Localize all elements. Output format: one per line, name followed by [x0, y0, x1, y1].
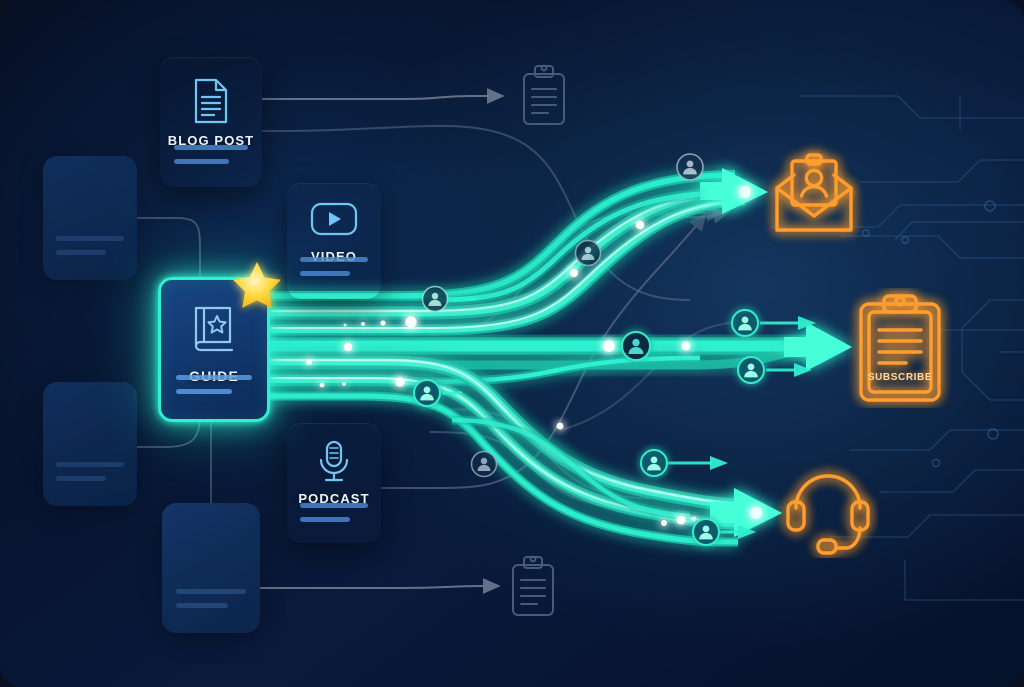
ghost-card: [43, 156, 137, 280]
ghost-card: [162, 503, 260, 633]
user-node: [737, 356, 765, 384]
user-node: [470, 450, 498, 478]
card-title: BLOG POST: [167, 133, 255, 148]
clipboard-icon: [859, 294, 941, 402]
subscribe-label: SUBSCRIBE: [867, 372, 933, 383]
user-node: [574, 239, 602, 267]
user-node: [640, 449, 668, 477]
user-node: [692, 518, 720, 546]
destination-subscribe-form[interactable]: SUBSCRIBE: [848, 288, 952, 408]
ghost-card: [43, 382, 137, 506]
envelope-person-icon: [775, 153, 853, 232]
destination-email-capture[interactable]: [762, 142, 866, 246]
clipboard-outline-icon: [523, 64, 565, 125]
source-card-blog-post[interactable]: BLOG POST: [160, 57, 262, 187]
user-node: [731, 309, 759, 337]
user-node: [413, 379, 441, 407]
user-node: [421, 285, 449, 313]
book-star-icon: [194, 306, 234, 352]
clipboard-outline-icon: [512, 555, 554, 616]
headset-icon: [786, 474, 870, 555]
user-node: [621, 331, 651, 361]
video-play-icon: [310, 202, 358, 236]
document-icon: [194, 78, 228, 124]
card-title: PODCAST: [298, 491, 370, 506]
destination-support-headset[interactable]: [778, 458, 878, 558]
star-badge-icon: [233, 262, 281, 308]
user-node: [676, 153, 704, 181]
source-card-podcast[interactable]: PODCAST: [287, 423, 381, 543]
microphone-icon: [319, 440, 349, 482]
source-card-video[interactable]: VIDEO: [287, 183, 381, 299]
